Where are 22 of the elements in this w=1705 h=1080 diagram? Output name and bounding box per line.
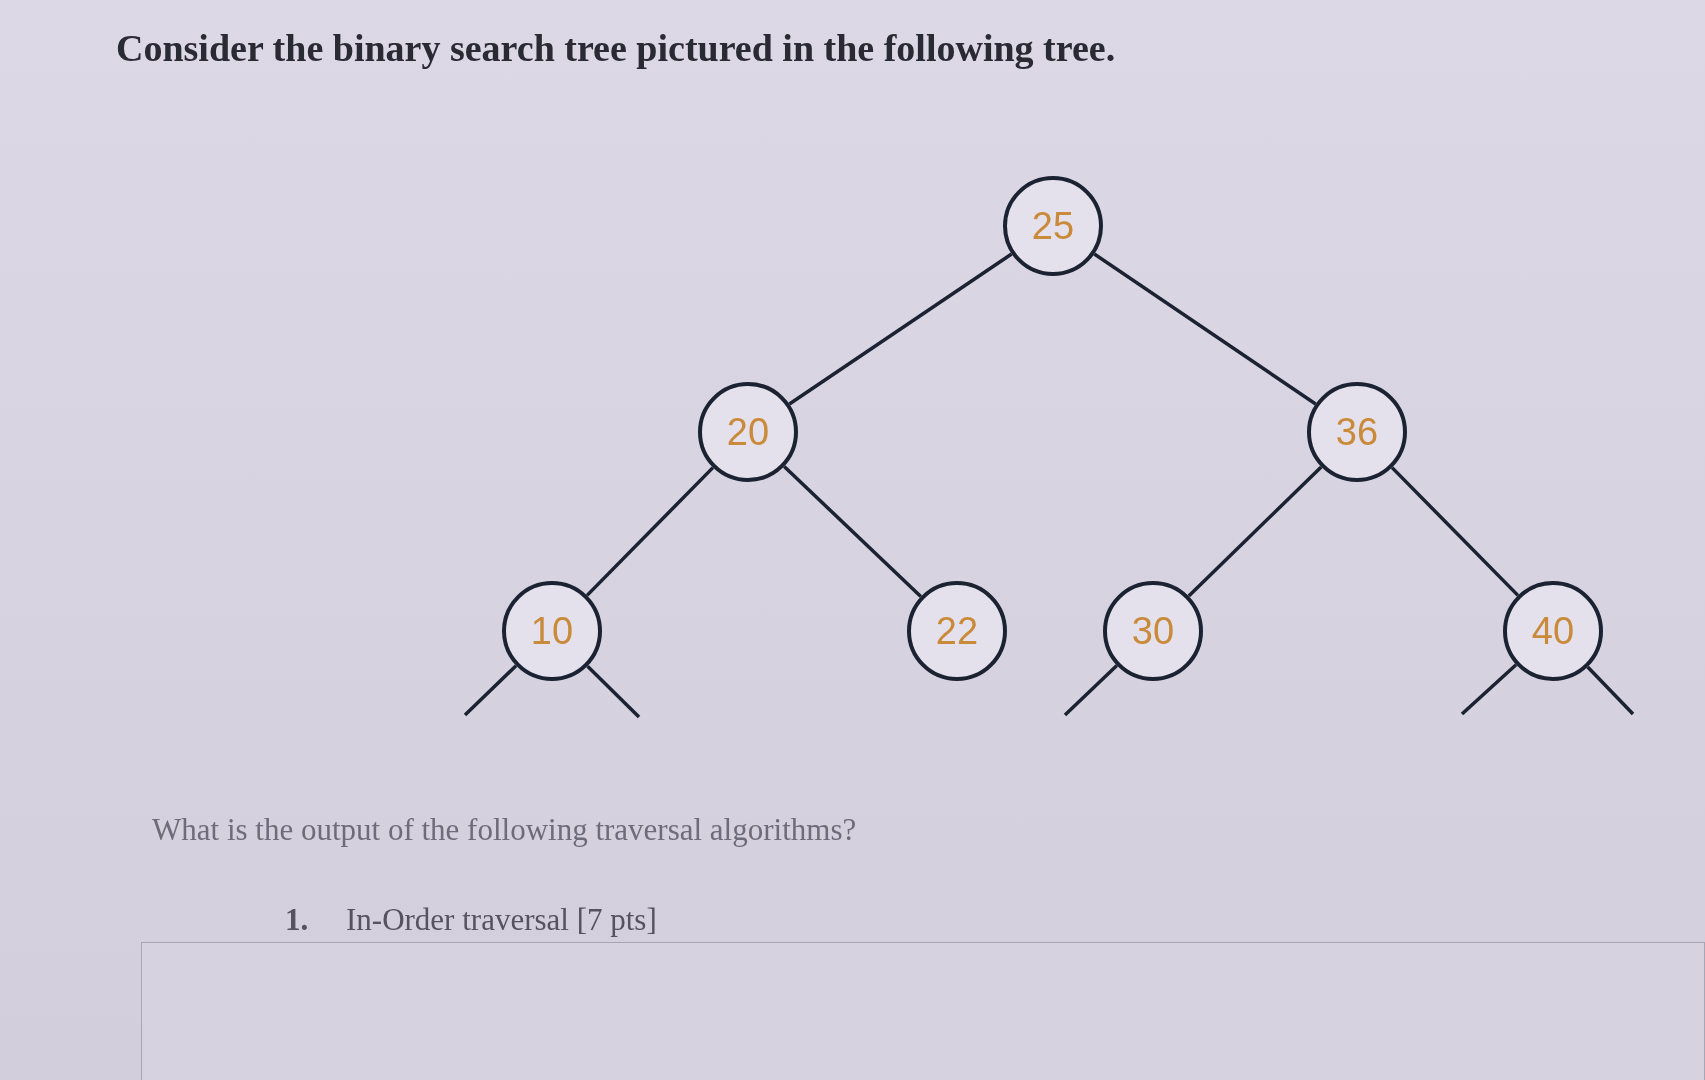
tree-edge [788,252,1013,406]
tree-edge [783,465,922,598]
question-text: What is the output of the following traversal algorithms? [152,812,857,848]
tree-edge [585,466,715,597]
tree-edge [586,664,641,719]
node-value: 22 [935,609,979,653]
node-value: 25 [1031,204,1075,248]
tree-edge [1460,663,1518,716]
title: Consider the binary search tree pictured in the following tree. [116,26,1116,70]
tree-edge [1063,664,1119,717]
node-value: 40 [1531,609,1575,653]
node-value: 36 [1335,410,1379,454]
question-item: In-Order traversal [7 pts] [346,902,657,938]
tree-edge [1093,252,1317,406]
node-value: 30 [1131,609,1175,653]
tree-edge [1390,466,1520,597]
node-value: 10 [530,609,574,653]
tree-edge [463,664,518,717]
tree-edge [1586,665,1635,716]
node-value: 20 [726,410,770,454]
list-number: 1. [285,902,309,938]
tree-edge [1187,465,1323,598]
